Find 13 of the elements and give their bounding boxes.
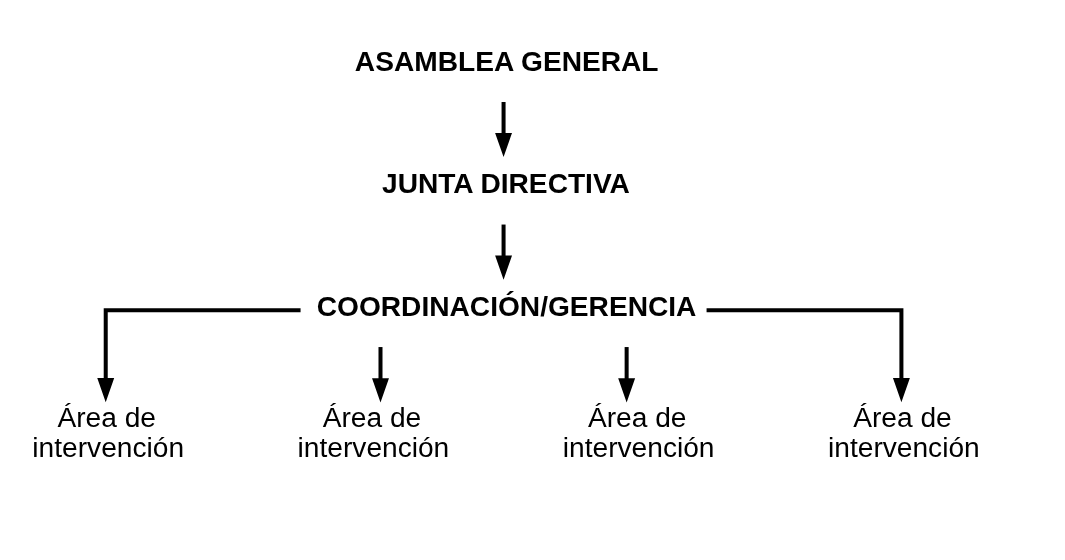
node-text: COORDINACIÓN/GERENCIA bbox=[316, 290, 697, 322]
node-text: Área de intervención bbox=[32, 402, 185, 464]
node-text: Área de intervención bbox=[562, 402, 715, 464]
node-text: Área de intervención bbox=[828, 402, 980, 464]
arrow bbox=[706, 308, 910, 403]
node-text: Área de intervención bbox=[297, 402, 450, 464]
arrow bbox=[495, 224, 513, 280]
node-text: JUNTA DIRECTIVA bbox=[382, 168, 630, 200]
arrow bbox=[618, 347, 636, 403]
node-text: ASAMBLEA GENERAL bbox=[354, 45, 659, 77]
arrow bbox=[372, 347, 389, 403]
arrow bbox=[495, 102, 513, 158]
arrow bbox=[97, 308, 301, 403]
